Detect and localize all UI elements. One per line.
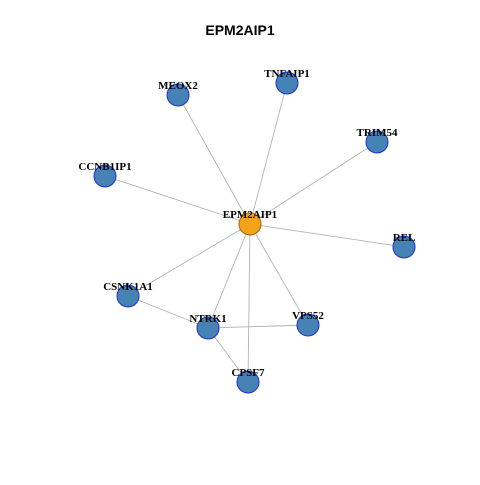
node-label-ccnb1ip1: CCNB1IP1 [78,161,131,173]
node-label-epm2aip1: EPM2AIP1 [223,209,277,221]
edge-epm2aip1-tnfaip1 [249,82,288,225]
node-label-vps52: VPS52 [292,310,324,322]
node-label-trim54: TRIM54 [357,127,398,139]
edge-ntrk1-vps52 [207,324,309,329]
edge-csnk1a1-ntrk1 [127,295,209,329]
edge-epm2aip1-trim54 [249,141,378,225]
node-ntrk1 [196,316,220,340]
edge-epm2aip1-csnk1a1 [127,223,251,297]
figure-title: EPM2AIP1 [205,22,275,38]
node-epm2aip1 [238,212,262,236]
edge-epm2aip1-rel [249,223,405,248]
node-vps52 [296,313,320,337]
node-cpsf7 [236,370,260,394]
edge-epm2aip1-cpsf7 [247,223,251,383]
node-csnk1a1 [116,284,140,308]
node-label-csnk1a1: CSNK1A1 [103,281,153,293]
edge-epm2aip1-vps52 [249,223,309,326]
node-meox2 [166,83,190,107]
node-tnfaip1 [275,71,299,95]
node-rel [392,235,416,259]
node-label-tnfaip1: TNFAIP1 [264,68,310,80]
node-label-cpsf7: CPSF7 [232,367,266,379]
edge-epm2aip1-meox2 [177,94,251,225]
node-layer [93,71,416,394]
node-label-ntrk1: NTRK1 [189,313,226,325]
edge-epm2aip1-ccnb1ip1 [104,175,251,225]
node-label-rel: REL [393,232,416,244]
node-ccnb1ip1 [93,164,117,188]
node-trim54 [365,130,389,154]
edge-epm2aip1-ntrk1 [207,223,251,329]
node-label-meox2: MEOX2 [158,80,198,92]
